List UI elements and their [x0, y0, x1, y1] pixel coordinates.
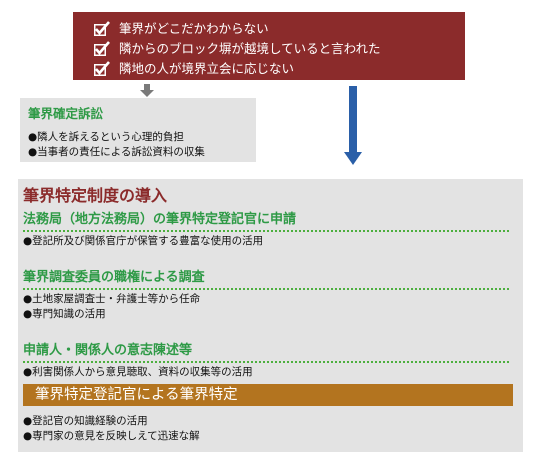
lawsuit-box: 筆界確定訴訟 ●隣人を訴えるという心理的負担 ●当事者の責任による訴訟資料の収集: [20, 98, 256, 162]
arrow-down-icon: [344, 86, 362, 165]
checkbox-checked-icon: [94, 21, 110, 36]
lawsuit-bullet: ●当事者の責任による訴訟資料の収集: [28, 146, 205, 158]
problem-text: 筆界がどこだかわからない: [119, 21, 269, 36]
section-title-investigation: 筆界調査委員の職権による調査: [23, 270, 205, 285]
arrow-down-icon: [140, 84, 154, 97]
section-bullet: ●登記所及び関係官庁が保管する豊富な使用の活用: [23, 235, 264, 247]
problem-text: 隣地の人が境界立会に応じない: [119, 61, 295, 76]
lawsuit-bullet: ●隣人を訴えるという心理的負担: [28, 131, 184, 143]
dotted-divider: [23, 361, 509, 363]
system-box: 筆界特定制度の導入 法務局（地方法務局）の筆界特定登記官に申請 ●登記所及び関係…: [18, 179, 523, 452]
section-bullet: ●専門知識の活用: [23, 308, 106, 320]
result-bullet: ●専門家の意見を反映しえて迅速な解: [23, 430, 200, 442]
checkbox-checked-icon: [94, 61, 110, 76]
system-title: 筆界特定制度の導入: [23, 186, 168, 205]
section-title-statements: 申請人・関係人の意志陳述等: [23, 343, 193, 358]
section-bullet: ●利害関係人から意見聴取、資料の収集等の活用: [23, 366, 253, 378]
problem-item: 隣からのブロック塀が越境していると言われた: [93, 39, 465, 59]
section-title-application: 法務局（地方法務局）の筆界特定登記官に申請: [23, 212, 297, 227]
problem-item: 筆界がどこだかわからない: [93, 19, 465, 39]
section-bullet: ●土地家屋調査士・弁護士等から任命: [23, 293, 201, 305]
dotted-divider: [23, 288, 509, 290]
problem-item: 隣地の人が境界立会に応じない: [93, 59, 465, 79]
lawsuit-title: 筆界確定訴訟: [28, 106, 104, 121]
result-bullet: ●登記官の知識経験の活用: [23, 415, 148, 427]
result-banner: 筆界特定登記官による筆界特定: [23, 384, 513, 406]
dotted-divider: [23, 230, 509, 232]
problem-text: 隣からのブロック塀が越境していると言われた: [119, 41, 381, 56]
checkbox-checked-icon: [94, 41, 110, 56]
problems-box: 筆界がどこだかわからない 隣からのブロック塀が越境していると言われた 隣地の人が…: [73, 12, 465, 80]
